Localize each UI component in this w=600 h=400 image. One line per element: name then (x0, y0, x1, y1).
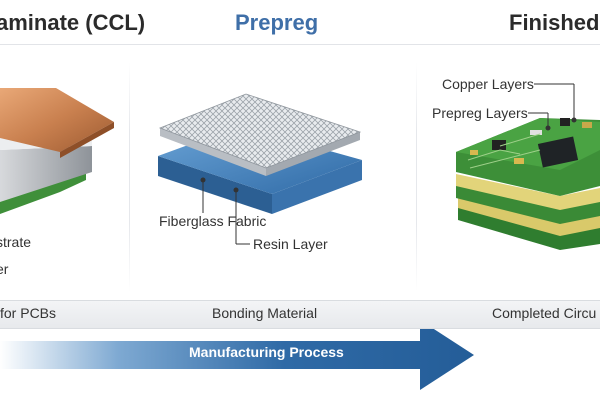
pcb-chip-main (537, 136, 579, 168)
pcb-prepreg-1 (456, 174, 600, 210)
copper-layers-label: Copper Layers (442, 76, 534, 92)
pcb-chip-small-2 (560, 118, 570, 126)
copper-label: er (0, 261, 9, 277)
prepreg-stack (158, 93, 362, 245)
caption-band (0, 300, 600, 329)
resin-layer-right (272, 160, 362, 214)
ccl-stack (0, 88, 114, 214)
ccl-substrate-side (0, 146, 92, 202)
fiberglass-fabric-side (160, 128, 266, 176)
ccl-copper-edge (60, 122, 114, 158)
panel-divider-right (416, 62, 417, 292)
pcb-component-1 (582, 122, 592, 128)
ccl-caption: for PCBs (0, 305, 57, 321)
prepreg-layers-label: Prepreg Layers (432, 105, 528, 121)
copper-layers-dot (571, 117, 577, 123)
pcb-chip-small-1 (492, 140, 506, 150)
fiberglass-fabric-right (266, 132, 360, 176)
ccl-copper-top (0, 88, 114, 152)
prepreg-layers-dot (545, 125, 551, 131)
substrate-label: strate (0, 234, 32, 250)
pcb-traces (467, 133, 541, 169)
pcb-stack (456, 83, 600, 250)
fiberglass-fabric-label: Fiberglass Fabric (159, 213, 267, 229)
manufacturing-arrow (0, 320, 474, 390)
resin-layer-front (158, 156, 272, 214)
fiberglass-dot (200, 177, 206, 183)
finished-title: Finished (509, 10, 600, 35)
ccl-title: aminate (CCL) (0, 10, 146, 35)
fiberglass-fabric-top (158, 93, 362, 169)
pcb-component-3 (514, 158, 524, 164)
header-rule (0, 44, 600, 45)
pcb-component-4 (530, 130, 542, 135)
finished-caption: Completed Circu (492, 305, 597, 321)
resin-layer-label: Resin Layer (253, 236, 328, 252)
panel-divider-left (129, 62, 130, 292)
resin-dot (233, 187, 239, 193)
prepreg-caption: Bonding Material (212, 305, 318, 321)
prepreg-title: Prepreg (235, 10, 319, 35)
manufacturing-process-label: Manufacturing Process (189, 344, 344, 360)
pcb-components (467, 118, 592, 169)
pcb-component-2 (470, 150, 478, 155)
